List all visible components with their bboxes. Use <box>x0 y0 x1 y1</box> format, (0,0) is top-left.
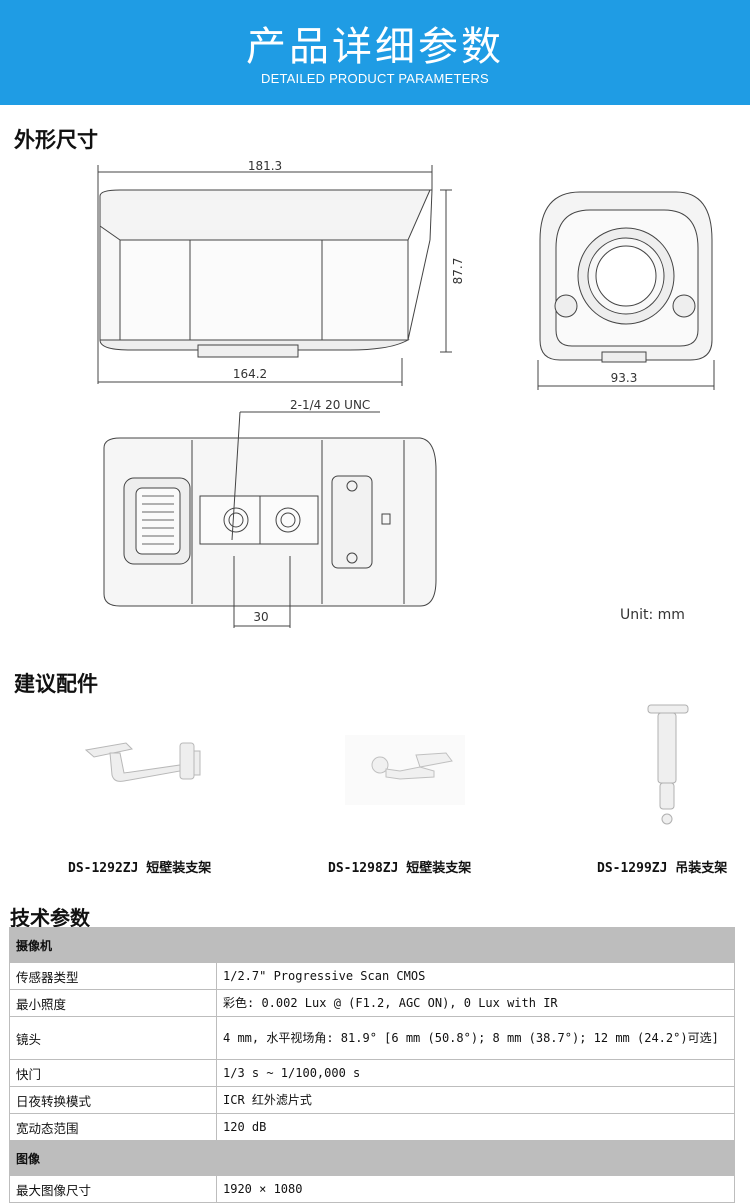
spec-value: ICR 红外滤片式 <box>216 1086 735 1114</box>
unit-label: Unit: mm <box>620 607 685 623</box>
accessory-label-1298zj: DS-1298ZJ 短壁装支架 <box>328 861 472 876</box>
dim-height: 87.7 <box>451 258 465 285</box>
bracket-1292zj-image <box>84 742 201 782</box>
front-view-drawing <box>537 191 715 390</box>
dimensions-heading: 外形尺寸 <box>14 128 98 152</box>
accessory-label-1292zj: DS-1292ZJ 短壁装支架 <box>68 861 212 876</box>
dim-mount-thread: 2-1/4 20 UNC <box>290 398 370 412</box>
dim-hole-spacing: 30 <box>253 610 268 624</box>
spec-key: 宽动态范围 <box>9 1113 217 1141</box>
accessory-images <box>84 704 689 825</box>
table-row: 日夜转换模式 ICR 红外滤片式 <box>9 1086 735 1114</box>
spec-key: 传感器类型 <box>9 962 217 990</box>
spec-category-camera: 摄像机 <box>9 927 735 963</box>
accessories-heading: 建议配件 <box>14 672 98 696</box>
dim-body-length: 164.2 <box>233 367 267 381</box>
spec-table: 摄像机 传感器类型 1/2.7" Progressive Scan CMOS 最… <box>9 927 735 1203</box>
banner-subtitle: DETAILED PRODUCT PARAMETERS <box>261 71 489 86</box>
spec-value: 1/2.7" Progressive Scan CMOS <box>216 962 735 990</box>
table-row: 最小照度 彩色: 0.002 Lux @ (F1.2, AGC ON), 0 L… <box>9 989 735 1017</box>
spec-value: 1/3 s ~ 1/100,000 s <box>216 1059 735 1087</box>
dim-width: 93.3 <box>611 371 638 385</box>
spec-category-row: 摄像机 <box>9 927 735 963</box>
header-banner: 产品详细参数 DETAILED PRODUCT PARAMETERS <box>0 0 750 105</box>
table-row: 传感器类型 1/2.7" Progressive Scan CMOS <box>9 962 735 990</box>
spec-key: 镜头 <box>9 1016 217 1060</box>
accessory-label-1299zj: DS-1299ZJ 吊装支架 <box>597 861 728 876</box>
bracket-1299zj-image <box>647 704 689 825</box>
dim-overall-length: 181.3 <box>248 159 282 173</box>
table-row: 镜头 4 mm, 水平视场角: 81.9° [6 mm (50.8°); 8 m… <box>9 1016 735 1060</box>
dimension-drawings: 181.3 87.7 164.2 93.3 2-1/4 20 UNC 30 <box>97 159 715 628</box>
table-row: 最大图像尺寸 1920 × 1080 <box>9 1175 735 1203</box>
spec-key: 最大图像尺寸 <box>9 1175 217 1203</box>
spec-value: 彩色: 0.002 Lux @ (F1.2, AGC ON), 0 Lux wi… <box>216 989 735 1017</box>
spec-key: 日夜转换模式 <box>9 1086 217 1114</box>
spec-category-image: 图像 <box>9 1140 735 1176</box>
spec-value: 120 dB <box>216 1113 735 1141</box>
table-row: 快门 1/3 s ~ 1/100,000 s <box>9 1059 735 1087</box>
spec-category-row: 图像 <box>9 1140 735 1176</box>
spec-value: 4 mm, 水平视场角: 81.9° [6 mm (50.8°); 8 mm (… <box>216 1016 735 1060</box>
side-view-drawing <box>97 165 452 386</box>
table-row: 宽动态范围 120 dB <box>9 1113 735 1141</box>
spec-key: 最小照度 <box>9 989 217 1017</box>
bottom-view-drawing <box>103 411 437 628</box>
banner-title: 产品详细参数 <box>246 24 504 70</box>
specs-heading: 技术参数 <box>10 906 90 930</box>
spec-key: 快门 <box>9 1059 217 1087</box>
spec-value: 1920 × 1080 <box>216 1175 735 1203</box>
bracket-1298zj-image <box>345 735 465 805</box>
